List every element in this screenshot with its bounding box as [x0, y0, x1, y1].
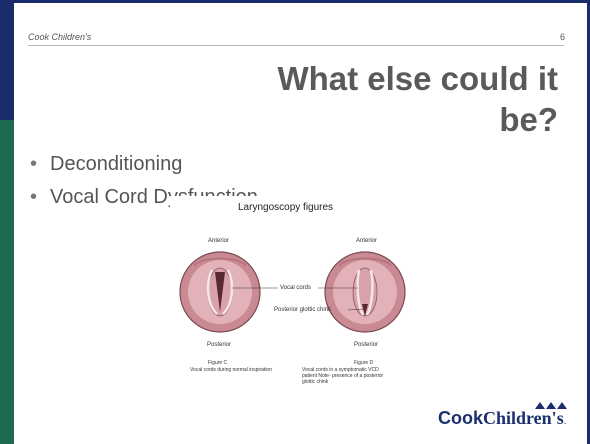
- figure-c-label: Figure C: [208, 360, 228, 366]
- larynx-figure-d: [324, 251, 406, 333]
- larynx-figure-c: [179, 251, 261, 333]
- logo-crown-icon: [535, 402, 567, 409]
- slide-title: What else could it be?: [277, 60, 558, 138]
- label-anterior-left: Anterior: [208, 238, 230, 244]
- header-label: Cook Children's: [28, 32, 92, 42]
- figure-d-caption-line: Vocal cords in a symptomatic VCD: [302, 367, 379, 373]
- label-posterior-left: Posterior: [207, 342, 232, 348]
- laryngoscopy-figure: Laryngoscopy figures Anterior Anterior: [170, 196, 432, 402]
- figure-d-caption: Vocal cords in a symptomatic VCD patient…: [302, 367, 426, 385]
- frame-top: [0, 0, 590, 3]
- figure-d-caption-line: glottic chink: [302, 379, 329, 385]
- bullet-item: • Deconditioning: [30, 153, 182, 176]
- bullet-dot-icon: •: [30, 153, 38, 175]
- logo-text-childrens: Children's: [483, 408, 564, 428]
- bullet-text: Deconditioning: [50, 153, 183, 175]
- left-bar-green: [0, 120, 14, 444]
- label-posterior-chink: Posterior glottic chink: [274, 307, 332, 313]
- label-anterior-right: Anterior: [356, 238, 378, 244]
- logo-period: .: [563, 416, 567, 427]
- label-vocal-cords: Vocal cords: [280, 285, 312, 291]
- figure-d-label: Figure D: [354, 360, 374, 366]
- figure-d-caption-line: patient Note- presence of a posterior: [302, 373, 384, 379]
- header-rule: [28, 45, 564, 46]
- bullet-dot-icon: •: [30, 186, 38, 208]
- larynx-illustrations: [179, 251, 406, 333]
- page-number: 6: [560, 32, 566, 42]
- figure-title: Laryngoscopy figures: [238, 202, 334, 213]
- left-bar-blue: [0, 0, 14, 120]
- label-posterior-right: Posterior: [354, 342, 379, 348]
- cook-childrens-logo: CookChildren's.: [438, 408, 566, 429]
- figure-c-caption: Vocal cords during normal inspiration: [190, 367, 272, 373]
- frame-right: [587, 0, 590, 444]
- logo-text-cook: Cook: [438, 408, 483, 428]
